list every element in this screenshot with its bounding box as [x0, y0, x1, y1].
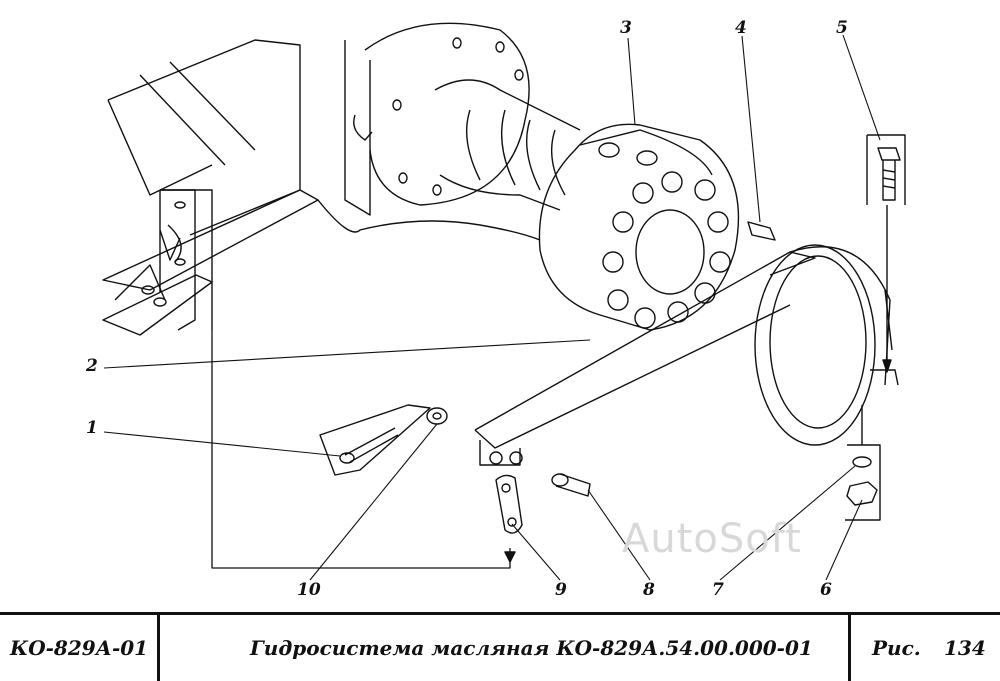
nut-and-washer: [845, 444, 881, 521]
callout-1: 1: [86, 418, 98, 438]
link-plate: [495, 474, 523, 534]
cotter-pin: [319, 404, 431, 476]
title-divider-right: [848, 615, 851, 681]
flange-and-shaft: [344, 22, 581, 216]
title-divider-left: [157, 615, 160, 681]
callout-8: 8: [643, 580, 655, 600]
callout-5: 5: [836, 18, 848, 38]
leader-lines: [103, 34, 881, 581]
callout-3: 3: [620, 18, 632, 38]
exploded-assembly-drawing: [102, 22, 906, 581]
callout-6: 6: [820, 580, 832, 600]
callout-9: 9: [555, 580, 567, 600]
figure-number: 134: [944, 636, 986, 660]
title-block: КО-829А-01 Гидросистема масляная КО-829А…: [0, 612, 1000, 681]
bolt: [866, 134, 906, 205]
frame-structure: [102, 39, 541, 336]
document-title: Гидросистема масляная КО-829А.54.00.000-…: [250, 636, 813, 660]
hydraulic-motor: [538, 123, 740, 331]
figure-label: Рис.: [872, 636, 921, 660]
watermark: AutoSoft: [622, 516, 802, 562]
key: [747, 221, 776, 241]
callout-7: 7: [712, 580, 724, 600]
callout-10: 10: [297, 580, 321, 600]
document-code: КО-829А-01: [10, 636, 149, 660]
motor-bolt-heads: [602, 171, 731, 329]
washer: [426, 407, 448, 425]
callout-2: 2: [86, 356, 98, 376]
axle-pin: [551, 473, 591, 497]
torque-arm-bracket: [474, 244, 899, 466]
callout-4: 4: [735, 18, 747, 38]
